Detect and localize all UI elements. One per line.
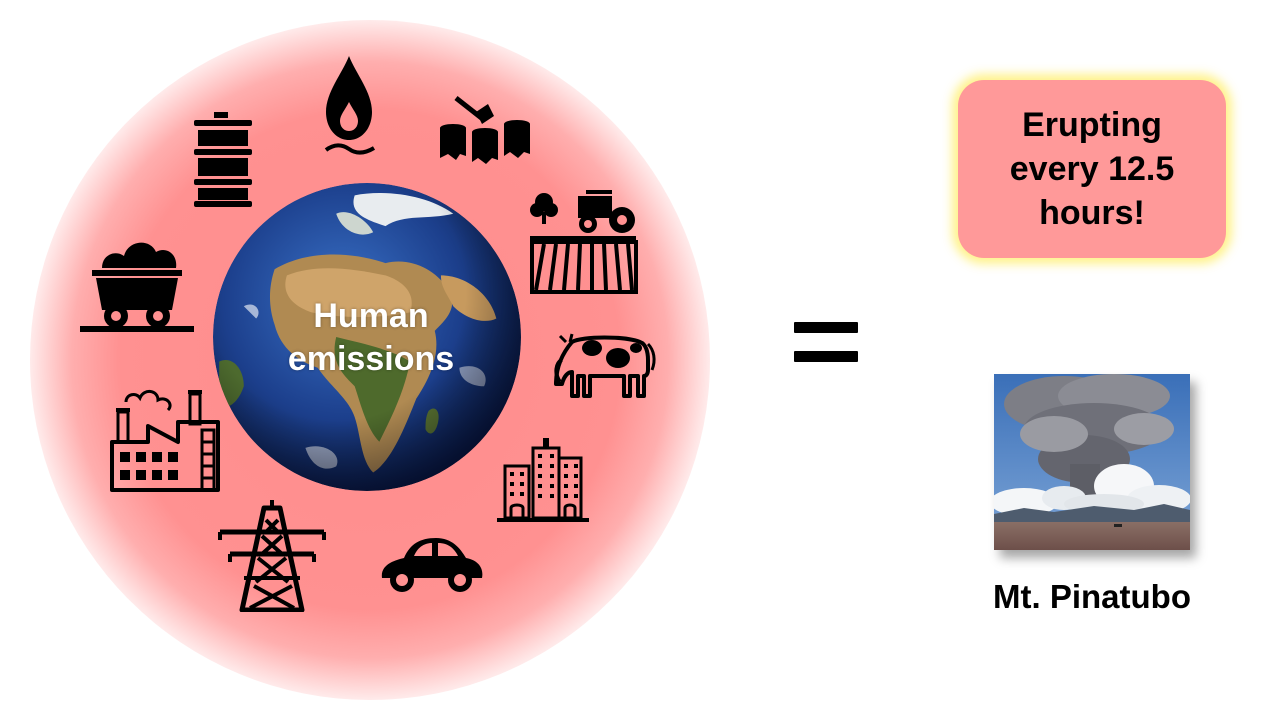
oil-barrel-icon xyxy=(190,110,256,208)
equals-bar-bottom xyxy=(794,351,858,362)
pinatubo-photo xyxy=(994,374,1190,550)
equals-sign xyxy=(794,322,858,362)
farm-tractor-icon xyxy=(526,186,638,294)
cow-icon xyxy=(552,330,658,400)
deforestation-icon xyxy=(436,94,534,166)
oil-drop-icon xyxy=(318,52,380,156)
callout-line2: every 12.5 xyxy=(1009,150,1175,188)
callout-line1: Erupting xyxy=(1022,106,1162,144)
callout-text: Erupting every 12.5 hours! xyxy=(977,103,1207,235)
eruption-callout: Erupting every 12.5 hours! xyxy=(958,80,1226,258)
earth-globe xyxy=(213,183,521,491)
city-buildings-icon xyxy=(497,436,589,522)
equals-bar-top xyxy=(794,322,858,333)
power-pylon-icon xyxy=(216,498,328,612)
coal-cart-icon xyxy=(80,232,194,334)
callout-line3: hours! xyxy=(1039,194,1145,232)
car-icon xyxy=(376,534,486,594)
photo-caption: Mt. Pinatubo xyxy=(993,578,1191,615)
globe-label-line1: Human xyxy=(313,297,429,335)
globe-label-line2: emissions xyxy=(287,340,455,378)
factory-icon xyxy=(108,386,222,492)
globe-label: Human emissions xyxy=(240,295,502,381)
